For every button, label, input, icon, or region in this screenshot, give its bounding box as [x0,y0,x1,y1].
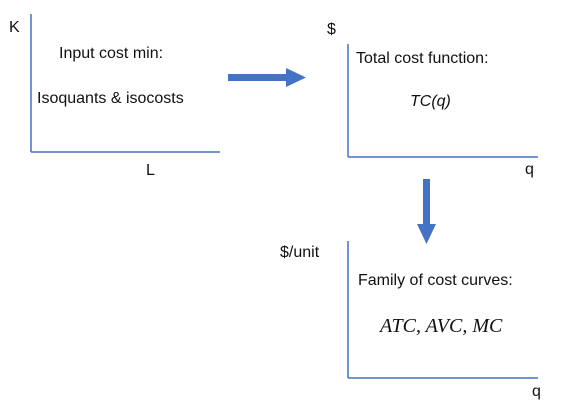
cost-curves-x-axis-label: q [532,383,541,400]
total-cost-x-axis-label: q [525,161,534,178]
input-cost-x-axis-label: L [146,162,155,179]
total-cost-function-label: TC(q) [410,93,451,110]
input-cost-y-axis-label: K [9,19,20,36]
total-cost-y-axis-label: $ [327,21,336,38]
cost-curves-title: Family of cost curves: [358,272,513,289]
cost-curves-y-axis-label: $/unit [280,244,320,261]
cost-curves-list: ATC, AVC, MC [380,315,503,337]
down-arrow-icon [417,179,436,244]
input-cost-subtitle: Isoquants & isocosts [37,90,184,107]
right-arrow-icon [228,68,306,87]
input-cost-title: Input cost min: [59,45,164,62]
total-cost-title: Total cost function: [356,50,489,67]
